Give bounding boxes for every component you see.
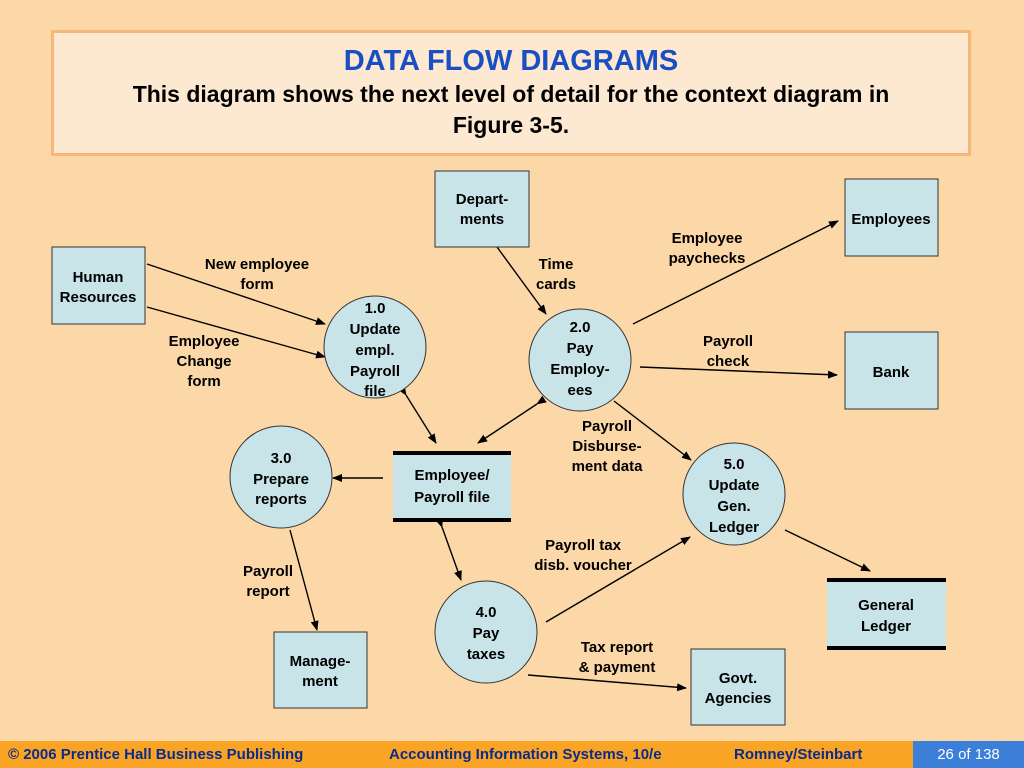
label-payroll-disbursement-data: Payroll Disburse- ment data [572, 418, 644, 475]
page-subtitle: This diagram shows the next level of det… [132, 81, 890, 138]
svg-text:Payroll file: Payroll file [414, 489, 490, 506]
svg-text:Time: Time [539, 256, 574, 273]
svg-text:paychecks: paychecks [669, 250, 746, 267]
svg-text:Disburse-: Disburse- [572, 438, 641, 455]
svg-text:Payroll: Payroll [350, 363, 400, 380]
process-2-pay-employees: 2.0 Pay Employ- ees [528, 308, 632, 412]
arrow-new-employee-form [146, 263, 326, 325]
label-employee-change-form: Employee Change form [169, 333, 240, 390]
svg-text:Change: Change [176, 353, 231, 370]
svg-text:reports: reports [255, 491, 307, 508]
svg-text:3.0: 3.0 [271, 450, 292, 467]
flow-arrows [146, 220, 871, 692]
svg-text:Prepare: Prepare [253, 471, 309, 488]
label-payroll-tax-voucher: Payroll tax disb. voucher [534, 537, 632, 574]
svg-text:General: General [858, 597, 914, 614]
arrow-tax-report [527, 674, 687, 692]
arrow-p2-store [477, 395, 547, 444]
entity-management: Manage- ment [273, 631, 368, 709]
label-employee-paychecks: Employee paychecks [669, 230, 746, 267]
svg-text:4.0: 4.0 [476, 604, 497, 621]
svg-text:taxes: taxes [467, 646, 505, 663]
svg-text:Update: Update [350, 321, 401, 338]
arrow-employee-paychecks [632, 220, 839, 325]
store-general-ledger: General Ledger [827, 578, 946, 650]
svg-text:ments: ments [460, 211, 504, 228]
svg-text:Employee: Employee [672, 230, 743, 247]
label-time-cards: Time cards [536, 256, 576, 293]
arrow-store-p4 [435, 517, 462, 581]
svg-text:Employ-: Employ- [550, 361, 609, 378]
footer-authors: Romney/Steinbart [734, 746, 863, 763]
svg-text:Tax report: Tax report [581, 639, 653, 656]
svg-text:ment: ment [302, 673, 338, 690]
arrow-time-cards [496, 246, 547, 315]
arrow-p5-ledger [784, 529, 871, 572]
svg-text:Pay: Pay [473, 625, 500, 642]
svg-text:Employee: Employee [169, 333, 240, 350]
svg-text:file: file [364, 383, 386, 400]
svg-text:Agencies: Agencies [705, 690, 772, 707]
svg-text:Pay: Pay [567, 340, 594, 357]
svg-text:Ledger: Ledger [709, 519, 759, 536]
footer-bar: © 2006 Prentice Hall Business Publishing… [0, 741, 1024, 768]
svg-text:Gen.: Gen. [717, 498, 750, 515]
label-payroll-check: Payroll check [703, 333, 753, 370]
svg-text:5.0: 5.0 [724, 456, 745, 473]
arrow-payroll-tax-voucher [545, 536, 691, 623]
label-payroll-report: Payroll report [243, 563, 293, 600]
entity-govt-agencies: Govt. Agencies [690, 648, 786, 726]
svg-text:cards: cards [536, 276, 576, 293]
svg-text:Payroll: Payroll [243, 563, 293, 580]
svg-text:Manage-: Manage- [290, 653, 351, 670]
page-title: DATA FLOW DIAGRAMS [343, 45, 679, 77]
svg-text:2.0: 2.0 [570, 319, 591, 336]
svg-text:Bank: Bank [873, 364, 910, 381]
svg-text:report: report [246, 583, 289, 600]
arrow-payroll-disbursement [613, 400, 692, 461]
arrow-payroll-check [639, 366, 838, 379]
svg-text:empl.: empl. [355, 342, 394, 359]
process-5-update-gen-ledger: 5.0 Update Gen. Ledger [682, 442, 786, 546]
process-3-prepare-reports: 3.0 Prepare reports [229, 425, 333, 529]
entity-departments: Depart- ments [434, 170, 530, 248]
svg-text:form: form [187, 373, 220, 390]
svg-text:ment data: ment data [572, 458, 644, 475]
entity-bank: Bank [844, 331, 939, 410]
svg-text:& payment: & payment [579, 659, 656, 676]
label-tax-report-payment: Tax report & payment [579, 639, 656, 676]
svg-text:Update: Update [709, 477, 760, 494]
svg-text:Human: Human [73, 269, 124, 286]
entity-employees: Employees [844, 178, 939, 257]
title-box: DATA FLOW DIAGRAMS This diagram shows th… [51, 30, 971, 156]
svg-text:1.0: 1.0 [365, 300, 386, 317]
data-flow-diagram: Human Resources Depart- ments Employees … [51, 170, 946, 726]
arrow-p1-store [397, 385, 437, 444]
store-employee-payroll-file: Employee/ Payroll file [393, 451, 511, 522]
arrow-employee-change-form [146, 306, 326, 359]
svg-text:New employee: New employee [205, 256, 309, 273]
svg-text:Payroll: Payroll [703, 333, 753, 350]
svg-text:Payroll: Payroll [582, 418, 632, 435]
svg-text:Payroll tax: Payroll tax [545, 537, 622, 554]
svg-text:Employee/: Employee/ [414, 467, 490, 484]
svg-text:ees: ees [567, 382, 592, 399]
arrow-payroll-report [289, 529, 319, 631]
process-4-pay-taxes: 4.0 Pay taxes [434, 580, 538, 684]
label-new-employee-form: New employee form [205, 256, 309, 293]
svg-text:check: check [707, 353, 750, 370]
entity-human-resources: Human Resources [51, 246, 146, 325]
svg-text:Resources: Resources [60, 289, 137, 306]
svg-text:Depart-: Depart- [456, 191, 509, 208]
footer-book-title: Accounting Information Systems, 10/e [389, 746, 662, 763]
footer-page-number: 26 of 138 [913, 741, 1024, 768]
svg-text:Employees: Employees [851, 211, 930, 228]
process-1-update-payroll-file: 1.0 Update empl. Payroll file [323, 295, 427, 400]
svg-text:Govt.: Govt. [719, 670, 757, 687]
svg-text:disb. voucher: disb. voucher [534, 557, 632, 574]
svg-text:Ledger: Ledger [861, 618, 911, 635]
svg-text:form: form [240, 276, 273, 293]
footer-copyright: © 2006 Prentice Hall Business Publishing [8, 746, 304, 763]
